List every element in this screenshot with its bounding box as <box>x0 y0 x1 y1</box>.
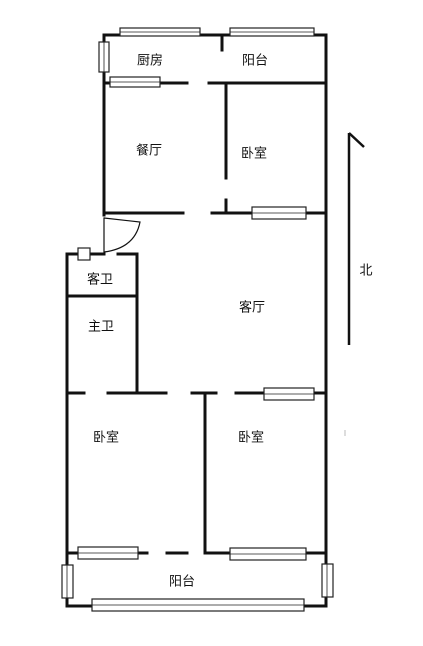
room-label-bedroom-ne: 卧室 <box>240 146 268 162</box>
north-arrow-icon <box>347 132 365 345</box>
windows <box>61 27 334 612</box>
room-label-balcony-top: 阳台 <box>241 53 269 69</box>
window-balcony-right <box>321 563 334 598</box>
room-label-bedroom-sw: 卧室 <box>92 430 120 446</box>
room-label-balcony-bottom: 阳台 <box>168 574 196 590</box>
room-label-guest-bath: 客卫 <box>86 272 114 288</box>
north-label: 北 <box>359 263 373 279</box>
room-label-kitchen: 厨房 <box>136 53 164 69</box>
window-guest-bath <box>77 247 91 261</box>
room-label-living: 客厅 <box>238 300 266 316</box>
window-balcony-left <box>61 564 74 599</box>
room-label-master-bath: 主卫 <box>87 319 115 335</box>
room-label-bedroom-se: 卧室 <box>237 430 265 446</box>
entrance-door <box>103 217 141 253</box>
room-label-dining: 餐厅 <box>135 143 163 159</box>
